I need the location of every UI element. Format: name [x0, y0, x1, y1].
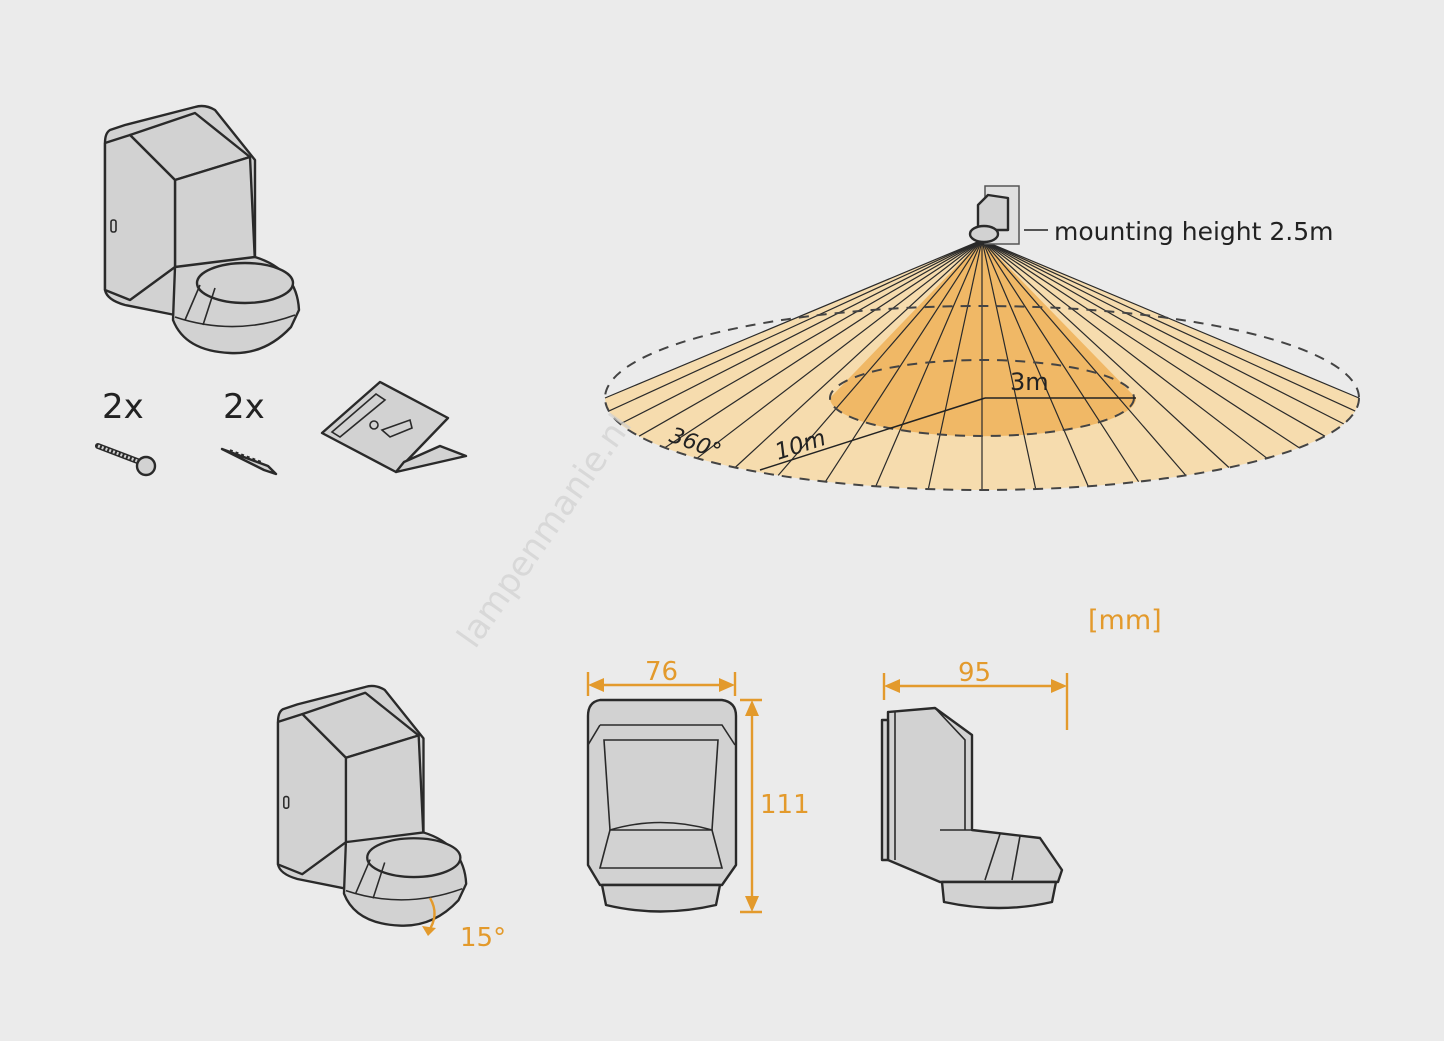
inner-radius-label: 3m [1010, 368, 1049, 396]
screw-icon [95, 443, 157, 477]
depth-value: 95 [958, 658, 991, 688]
detection-ray [981, 239, 1187, 476]
detection-ray [734, 239, 983, 468]
manual-icon [320, 380, 468, 474]
detection-ray [927, 239, 983, 490]
detection-ray [981, 239, 1268, 459]
detection-ray [608, 239, 983, 412]
height-value: 111 [760, 790, 810, 820]
sensor-product-image [103, 104, 301, 355]
width-dimension [586, 672, 737, 696]
detection-ray [664, 239, 983, 449]
detection-ray [638, 239, 983, 437]
sensor-tilt-view [276, 684, 468, 927]
detection-ray [981, 239, 1344, 425]
wall-plug-icon [220, 447, 278, 476]
detection-ray [981, 239, 1326, 437]
detection-ray [777, 239, 983, 476]
detection-zone-diagram [604, 185, 1360, 491]
unit-label: [mm] [1088, 605, 1162, 636]
depth-dimension [882, 673, 1069, 730]
mounting-height-label: mounting height 2.5m [1054, 217, 1334, 246]
sensor-side-view [880, 706, 1064, 910]
tilt-angle-label: 15° [460, 923, 506, 953]
plug-quantity: 2x [223, 387, 265, 427]
detection-ray [981, 239, 1300, 449]
sensor-front-view [586, 698, 738, 913]
detection-ray [604, 239, 983, 399]
detection-ray [981, 239, 1230, 468]
detection-ray [981, 239, 1037, 490]
detection-ray [981, 239, 1140, 483]
screw-quantity: 2x [102, 387, 144, 427]
detection-ray [620, 239, 983, 425]
height-dimension [740, 698, 762, 914]
width-value: 76 [645, 657, 678, 687]
detection-ray [696, 239, 983, 459]
watermark: lampenmanie.nl [450, 407, 641, 655]
mounted-sensor-icon [968, 185, 1020, 245]
detection-ray [981, 239, 1356, 412]
detection-ray [981, 239, 1360, 399]
